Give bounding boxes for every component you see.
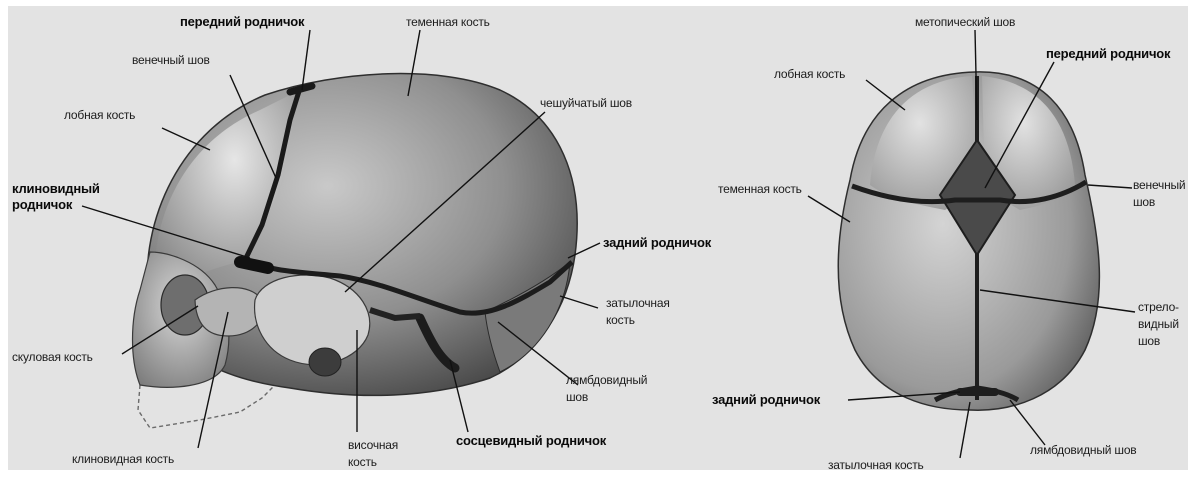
label-parietal-bone: теменная кость	[406, 15, 490, 29]
label-posterior-fontanelle-top: задний родничок	[712, 393, 820, 407]
label-sphenoid-fontanelle-1: клиновидный	[12, 182, 100, 196]
label-temporal-bone-1: височная	[348, 438, 398, 452]
label-anterior-fontanelle-top: передний родничок	[1046, 47, 1170, 61]
label-sagittal-suture-1: стрело-	[1138, 300, 1179, 314]
label-lambdoid-suture-top: лямбдовидный шов	[1030, 443, 1136, 457]
label-posterior-fontanelle: задний родничок	[603, 236, 711, 250]
label-coronal-suture-top-2: шов	[1133, 195, 1155, 209]
label-sagittal-suture-3: шов	[1138, 334, 1160, 348]
label-lambdoid-suture-2: шов	[566, 390, 588, 404]
label-zygomatic-bone: скуловая кость	[12, 350, 93, 364]
label-occipital-bone-top: затылочная кость	[828, 458, 924, 472]
label-occipital-bone-1: затылочная	[606, 296, 670, 310]
top-skull	[838, 72, 1099, 410]
label-mastoid-fontanelle: сосцевидный родничок	[456, 434, 606, 448]
label-lambdoid-suture-1: лямбдовидный	[566, 373, 647, 387]
label-occipital-bone-2: кость	[606, 313, 635, 327]
label-sagittal-suture-2: видный	[1138, 317, 1179, 331]
label-sphenoid-bone: клиновидная кость	[72, 452, 174, 466]
label-frontal-bone-top: лобная кость	[774, 67, 845, 81]
label-sphenoid-fontanelle-2: родничок	[12, 198, 72, 212]
label-anterior-fontanelle: передний родничок	[180, 15, 304, 29]
label-frontal-bone: лобная кость	[64, 108, 135, 122]
label-parietal-bone-top: теменная кость	[718, 182, 802, 196]
label-coronal-suture: венечный шов	[132, 53, 210, 67]
label-metopic-suture: метопический шов	[915, 15, 1015, 29]
label-coronal-suture-top-1: венечный	[1133, 178, 1185, 192]
label-squamous-suture: чешуйчатый шов	[540, 96, 632, 110]
label-temporal-bone-2: кость	[348, 455, 377, 469]
